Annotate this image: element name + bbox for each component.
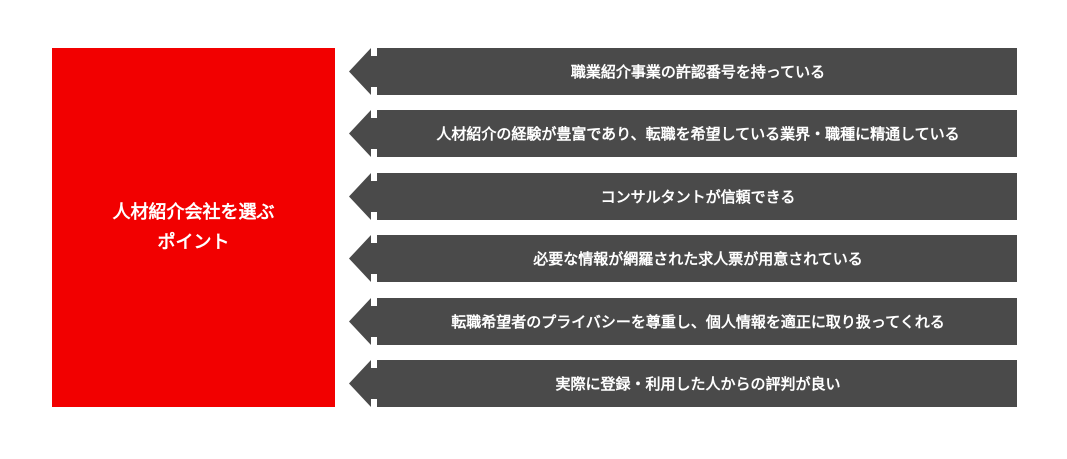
point-arrow: 転職希望者のプライバシーを尊重し、個人情報を適正に取り扱ってくれる — [349, 298, 1017, 345]
arrow-left-icon — [349, 110, 1017, 157]
arrow-left-icon — [349, 360, 1017, 407]
point-arrow: 必要な情報が網羅された求人票が用意されている — [349, 235, 1017, 282]
arrow-left-icon — [349, 48, 1017, 95]
main-topic-line-1: 人材紹介会社を選ぶ — [112, 201, 275, 223]
point-text: 実際に登録・利用した人からの評判が良い — [555, 375, 841, 393]
main-topic-box: 人材紹介会社を選ぶ ポイント — [52, 48, 335, 407]
arrow-left-icon — [349, 173, 1017, 220]
point-arrow: 実際に登録・利用した人からの評判が良い — [349, 360, 1017, 407]
point-arrow: 人材紹介の経験が豊富であり、転職を希望している業界・職種に精通している — [349, 110, 1017, 157]
point-text: 転職希望者のプライバシーを尊重し、個人情報を適正に取り扱ってくれる — [451, 313, 945, 331]
point-text: 人材紹介の経験が豊富であり、転職を希望している業界・職種に精通している — [436, 125, 960, 143]
point-text: 職業紹介事業の許認番号を持っている — [570, 63, 826, 81]
point-text: 必要な情報が網羅された求人票が用意されている — [533, 250, 863, 268]
point-arrow: コンサルタントが信頼できる — [349, 173, 1017, 220]
point-arrow: 職業紹介事業の許認番号を持っている — [349, 48, 1017, 95]
arrow-left-icon — [349, 235, 1017, 282]
main-topic-line-2: ポイント — [157, 231, 230, 253]
arrow-left-icon — [349, 298, 1017, 345]
point-text: コンサルタントが信頼できる — [600, 188, 796, 206]
